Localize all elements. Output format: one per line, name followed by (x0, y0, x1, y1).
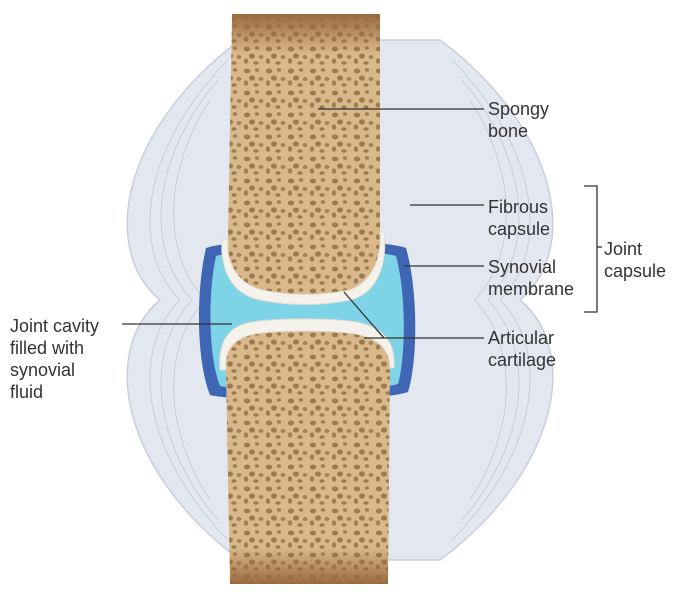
label-joint-cavity-line2: filled with (10, 337, 99, 359)
joint-capsule-bracket (584, 186, 602, 312)
label-spongy-bone: Spongy bone (488, 98, 549, 142)
label-synovial-membrane: Synovial membrane (488, 256, 574, 300)
label-joint-capsule: Joint capsule (604, 238, 666, 282)
label-joint-cavity-line4: fluid (10, 381, 99, 403)
lower-bone (226, 331, 390, 584)
label-joint-capsule-line1: Joint (604, 238, 666, 260)
label-spongy-bone-line1: Spongy (488, 98, 549, 120)
label-joint-cavity-line1: Joint cavity (10, 315, 99, 337)
label-joint-capsule-line2: capsule (604, 260, 666, 282)
label-fibrous-capsule: Fibrous capsule (488, 196, 550, 240)
label-synovial-membrane-line1: Synovial (488, 256, 574, 278)
label-articular-cartilage: Articular cartilage (488, 327, 556, 371)
label-joint-cavity: Joint cavity filled with synovial fluid (10, 315, 99, 403)
label-spongy-bone-line2: bone (488, 120, 549, 142)
label-joint-cavity-line3: synovial (10, 359, 99, 381)
label-fibrous-capsule-line1: Fibrous (488, 196, 550, 218)
label-fibrous-capsule-line2: capsule (488, 218, 550, 240)
lower-marrow-shade (230, 548, 388, 584)
label-synovial-membrane-line2: membrane (488, 278, 574, 300)
upper-marrow-shade (232, 14, 380, 54)
label-articular-cartilage-line2: cartilage (488, 349, 556, 371)
label-articular-cartilage-line1: Articular (488, 327, 556, 349)
upper-bone (228, 14, 380, 295)
